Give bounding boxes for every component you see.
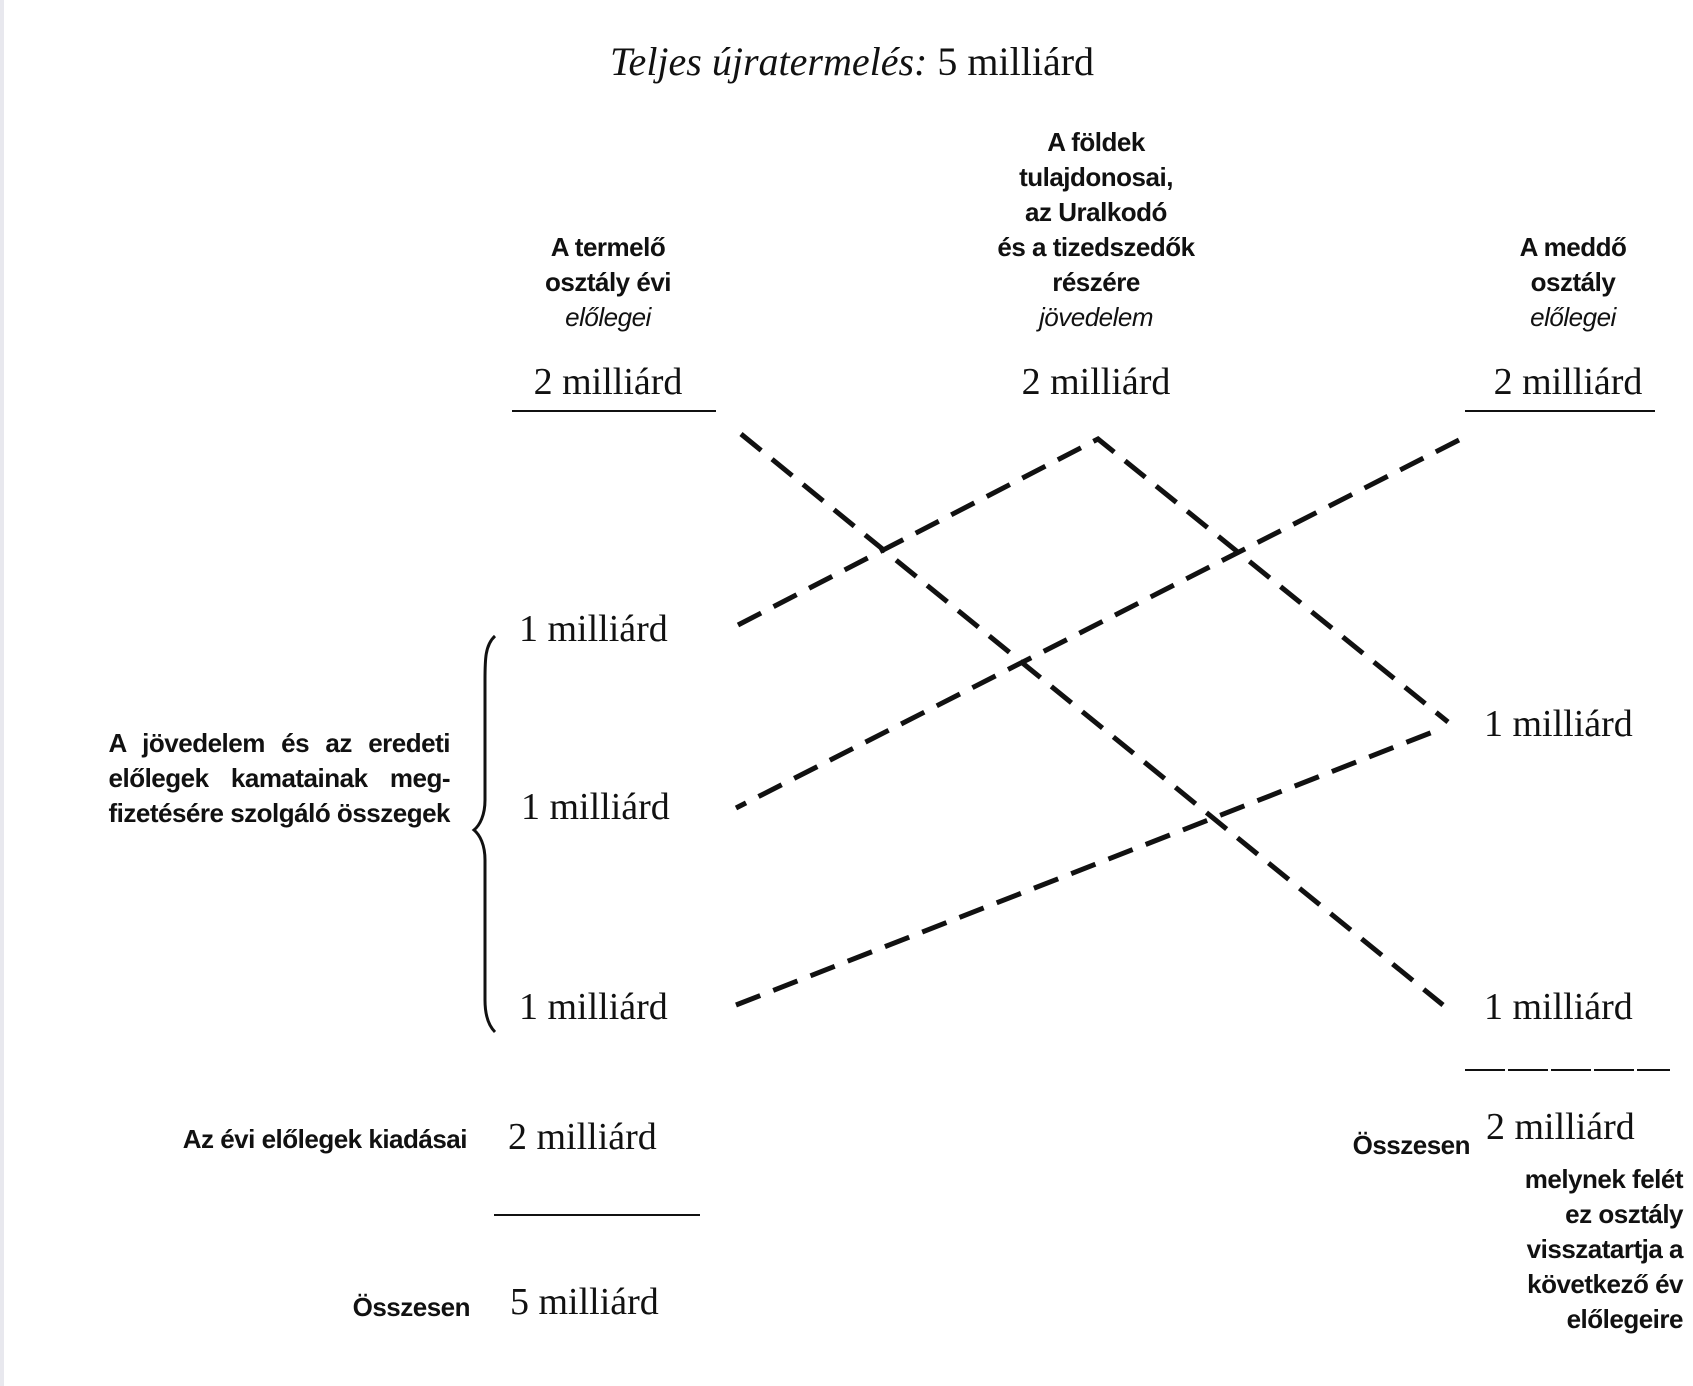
total-left-amount: 5 milliárd	[510, 1281, 659, 1323]
header-line: osztály évi	[544, 267, 672, 297]
proprietors-amount: 2 milliárd	[1021, 361, 1171, 403]
title-italic: Teljes újratermelés:	[609, 39, 928, 84]
proprietors-header: A földek tulajdonosai, az Uralkodó és a …	[997, 125, 1195, 335]
annual-advances-amount: 2 milliárd	[508, 1116, 657, 1158]
productive-class-header: A termelő osztály évi előlegei	[544, 230, 672, 335]
header-line: részére	[1052, 267, 1140, 297]
productive-amount: 2 milliárd	[533, 361, 683, 403]
flow-productive-to-sterile-lower	[735, 725, 1444, 1008]
right-amount-2: 1 milliárd	[1484, 986, 1633, 1028]
brace-label: A jövedelem és az eredeti előlegek kamat…	[108, 726, 451, 831]
sterile-amount: 2 milliárd	[1493, 361, 1643, 403]
flow-sterile-to-productive	[734, 437, 1461, 811]
note-line: visszatartja a	[1526, 1234, 1684, 1264]
total-right-label: Összesen	[1352, 1130, 1471, 1160]
brace	[471, 634, 497, 1034]
flow-proprietors	[736, 436, 1450, 724]
header-line: tulajdonosai,	[1019, 162, 1173, 192]
header-line: az Uralkodó	[1025, 197, 1167, 227]
left-amount-2: 1 milliárd	[521, 786, 670, 828]
note-line: következő év	[1527, 1269, 1683, 1299]
note-line: előlegeire	[1566, 1304, 1684, 1334]
total-left-label: Összesen	[352, 1292, 471, 1322]
flow-productive-to-sterile	[739, 432, 1445, 1007]
right-note: melynek felét ez osztály visszatartja a …	[1524, 1162, 1684, 1337]
header-line: A meddő	[1519, 232, 1627, 262]
header-line: osztály	[1530, 267, 1616, 297]
header-line-italic: előlegei	[1530, 302, 1616, 332]
left-amount-1: 1 milliárd	[519, 608, 668, 650]
header-line-italic: előlegei	[565, 302, 651, 332]
header-line-italic: jövedelem	[1038, 302, 1154, 332]
annual-advances-label: Az évi előlegek kiadásai	[182, 1124, 468, 1154]
brace-label-line: előlegek kamatainak meg-	[108, 763, 451, 793]
note-line: melynek felét	[1524, 1164, 1684, 1194]
brace-label-line: fizetésére szolgáló összegek	[108, 798, 451, 828]
total-right-amount: 2 milliárd	[1486, 1106, 1635, 1148]
title-value: 5 milliárd	[937, 39, 1095, 84]
note-line: ez osztály	[1565, 1199, 1683, 1229]
page-edge	[0, 0, 4, 1386]
brace-label-line: A jövedelem és az eredeti	[108, 728, 451, 758]
diagram-title: Teljes újratermelés: 5 milliárd	[610, 38, 1094, 85]
right-amount-1: 1 milliárd	[1484, 703, 1633, 745]
header-line: és a tizedszedők	[997, 232, 1195, 262]
header-line: A földek	[1047, 127, 1145, 157]
left-amount-3: 1 milliárd	[519, 986, 668, 1028]
sterile-class-header: A meddő osztály előlegei	[1520, 230, 1627, 335]
header-line: A termelő	[550, 232, 666, 262]
